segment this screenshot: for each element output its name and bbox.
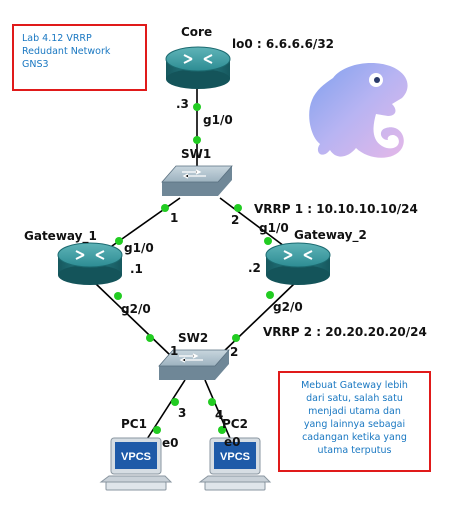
core-ip-label: .3 bbox=[176, 97, 189, 111]
desc-note-line: Mebuat Gateway lebih bbox=[301, 380, 408, 391]
gateway1-port-down-label: g2/0 bbox=[121, 302, 151, 316]
port-dot bbox=[218, 426, 226, 434]
gateway2-name-label: Gateway_2 bbox=[294, 228, 367, 242]
port-dot bbox=[266, 291, 274, 299]
port-dot bbox=[234, 204, 242, 212]
pc1-port-label: e0 bbox=[162, 436, 179, 450]
sw1-name-label: SW1 bbox=[181, 147, 212, 161]
port-dots bbox=[114, 103, 274, 434]
gateway2-port-up-label: g1/0 bbox=[259, 221, 289, 235]
pc2-screen-label: VPCS bbox=[220, 451, 250, 463]
core-loopback-label: lo0 : 6.6.6.6/32 bbox=[232, 37, 335, 51]
desc-note-line: cadangan ketika yang bbox=[302, 432, 407, 443]
pc2-name-label: PC2 bbox=[222, 417, 248, 431]
sw2-port3-label: 3 bbox=[178, 406, 187, 420]
desc-note-line: dari satu, salah satu bbox=[306, 393, 403, 404]
router-gateway2-icon bbox=[265, 242, 331, 285]
port-dot bbox=[171, 398, 179, 406]
router-core-icon bbox=[165, 46, 231, 89]
port-dot bbox=[114, 292, 122, 300]
switch-sw2-icon bbox=[158, 349, 230, 380]
port-dot bbox=[208, 398, 216, 406]
port-dot bbox=[161, 204, 169, 212]
lab-note: Lab 4.12 VRRP Redudant Network GNS3 bbox=[12, 24, 147, 91]
port-dot bbox=[115, 237, 123, 245]
vrrp1-label: VRRP 1 : 10.10.10.10/24 bbox=[254, 202, 418, 216]
gateway1-port-up-label: g1/0 bbox=[124, 241, 154, 255]
core-name-label: Core bbox=[181, 25, 213, 39]
link-gw1-sw2 bbox=[94, 282, 171, 356]
switch-sw1-icon bbox=[161, 165, 233, 196]
lab-note-line: Lab 4.12 VRRP bbox=[22, 33, 92, 44]
sw2-port1-label: 1 bbox=[170, 344, 179, 358]
port-dot bbox=[146, 334, 154, 342]
port-dot bbox=[153, 426, 161, 434]
pc1-icon bbox=[99, 437, 173, 491]
chameleon-logo-icon bbox=[309, 63, 408, 158]
gateway2-port-down-label: g2/0 bbox=[273, 300, 303, 314]
sw1-port1-label: 1 bbox=[170, 211, 179, 225]
port-dot bbox=[264, 237, 272, 245]
port-dot bbox=[193, 103, 201, 111]
lab-note-line: Redudant Network bbox=[22, 46, 111, 57]
desc-note-line: menjadi utama dan bbox=[308, 406, 401, 417]
port-dot bbox=[232, 334, 240, 342]
gateway2-ip-label: .2 bbox=[248, 261, 261, 275]
port-dot bbox=[193, 136, 201, 144]
lab-note-line: GNS3 bbox=[22, 59, 49, 70]
pc2-port-label: e0 bbox=[224, 435, 241, 449]
sw2-name-label: SW2 bbox=[178, 331, 209, 345]
pc1-screen-label: VPCS bbox=[121, 451, 151, 463]
link-gw2-sw2 bbox=[219, 282, 296, 356]
router-gateway1-icon bbox=[57, 242, 123, 285]
gateway1-ip-label: .1 bbox=[130, 262, 143, 276]
desc-note-line: utama terputus bbox=[317, 445, 392, 456]
description-note: Mebuat Gateway lebih dari satu, salah sa… bbox=[278, 371, 431, 472]
pc1-name-label: PC1 bbox=[121, 417, 147, 431]
vrrp2-label: VRRP 2 : 20.20.20.20/24 bbox=[263, 325, 427, 339]
sw2-port4-label: 4 bbox=[215, 408, 224, 422]
gateway1-name-label: Gateway_1 bbox=[24, 229, 97, 243]
core-port-label: g1/0 bbox=[203, 113, 233, 127]
sw1-port2-label: 2 bbox=[231, 213, 240, 227]
sw2-port2-label: 2 bbox=[230, 345, 239, 359]
pc2-icon bbox=[198, 437, 272, 491]
desc-note-line: yang lainnya sebagai bbox=[303, 419, 406, 430]
